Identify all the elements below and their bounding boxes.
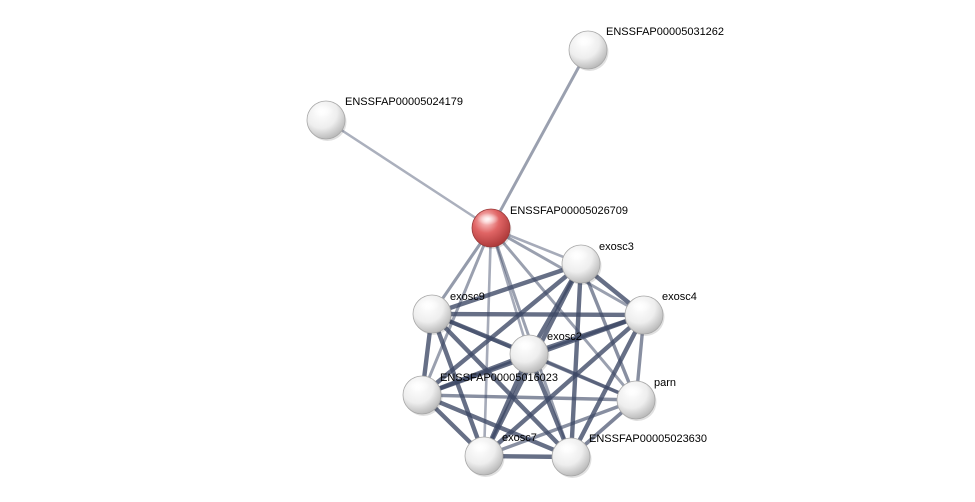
node-parn[interactable] bbox=[616, 380, 657, 421]
node-highlight bbox=[312, 105, 334, 117]
node-highlight bbox=[630, 300, 652, 312]
node-ENSSFAP00005026709[interactable] bbox=[471, 208, 512, 249]
node-highlight bbox=[418, 299, 440, 311]
node-exosc2[interactable] bbox=[509, 334, 550, 375]
node-highlight bbox=[408, 380, 430, 392]
node-ENSSFAP00005024179[interactable] bbox=[306, 100, 347, 141]
node-highlight bbox=[470, 441, 492, 453]
node-layer bbox=[306, 30, 665, 478]
node-highlight bbox=[622, 385, 644, 397]
edge-ENSSFAP00005016023-ENSSFAP00005023630 bbox=[419, 392, 574, 460]
node-label-ENSSFAP00005031262: ENSSFAP00005031262 bbox=[606, 26, 724, 38]
edge-exosc9-exosc4 bbox=[429, 311, 647, 318]
node-highlight bbox=[477, 213, 499, 225]
node-label-exosc2: exosc2 bbox=[547, 331, 582, 343]
edge-exosc3-ENSSFAP00005023630 bbox=[568, 261, 584, 460]
node-label-exosc9: exosc9 bbox=[450, 291, 485, 303]
node-label-exosc4: exosc4 bbox=[662, 291, 697, 303]
node-label-ENSSFAP00005016023: ENSSFAP00005016023 bbox=[440, 372, 558, 384]
node-ENSSFAP00005016023[interactable] bbox=[402, 375, 443, 416]
edge-exosc3-parn bbox=[579, 262, 638, 402]
edge-exosc2-parn bbox=[527, 352, 638, 402]
node-exosc9[interactable] bbox=[412, 294, 453, 335]
node-exosc4[interactable] bbox=[624, 295, 665, 336]
edge-exosc3-ENSSFAP00005016023 bbox=[419, 261, 584, 398]
edge-ENSSFAP00005026709-ENSSFAP00005024179 bbox=[324, 118, 493, 230]
label-layer: ENSSFAP00005031262ENSSFAP00005024179ENSS… bbox=[345, 26, 724, 445]
node-label-ENSSFAP00005026709: ENSSFAP00005026709 bbox=[510, 205, 628, 217]
node-highlight bbox=[557, 442, 579, 454]
node-exosc7[interactable] bbox=[464, 436, 505, 477]
node-exosc3[interactable] bbox=[561, 244, 602, 285]
edge-exosc9-exosc7 bbox=[429, 311, 487, 459]
node-ENSSFAP00005023630[interactable] bbox=[551, 437, 592, 478]
node-label-ENSSFAP00005023630: ENSSFAP00005023630 bbox=[589, 433, 707, 445]
node-label-ENSSFAP00005024179: ENSSFAP00005024179 bbox=[345, 96, 463, 108]
node-highlight bbox=[567, 249, 589, 261]
edge-ENSSFAP00005026709-ENSSFAP00005016023 bbox=[420, 226, 493, 397]
edge-ENSSFAP00005016023-parn bbox=[420, 393, 638, 402]
edge-ENSSFAP00005026709-ENSSFAP00005031262 bbox=[489, 48, 590, 230]
edge-parn-exosc7 bbox=[482, 398, 638, 458]
node-ENSSFAP00005031262[interactable] bbox=[568, 30, 609, 71]
node-highlight bbox=[574, 35, 596, 47]
node-highlight bbox=[515, 339, 537, 351]
node-label-exosc3: exosc3 bbox=[599, 241, 634, 253]
node-label-parn: parn bbox=[654, 377, 676, 389]
edge-exosc3-exosc9 bbox=[429, 261, 584, 317]
node-label-exosc7: exosc7 bbox=[502, 432, 537, 444]
